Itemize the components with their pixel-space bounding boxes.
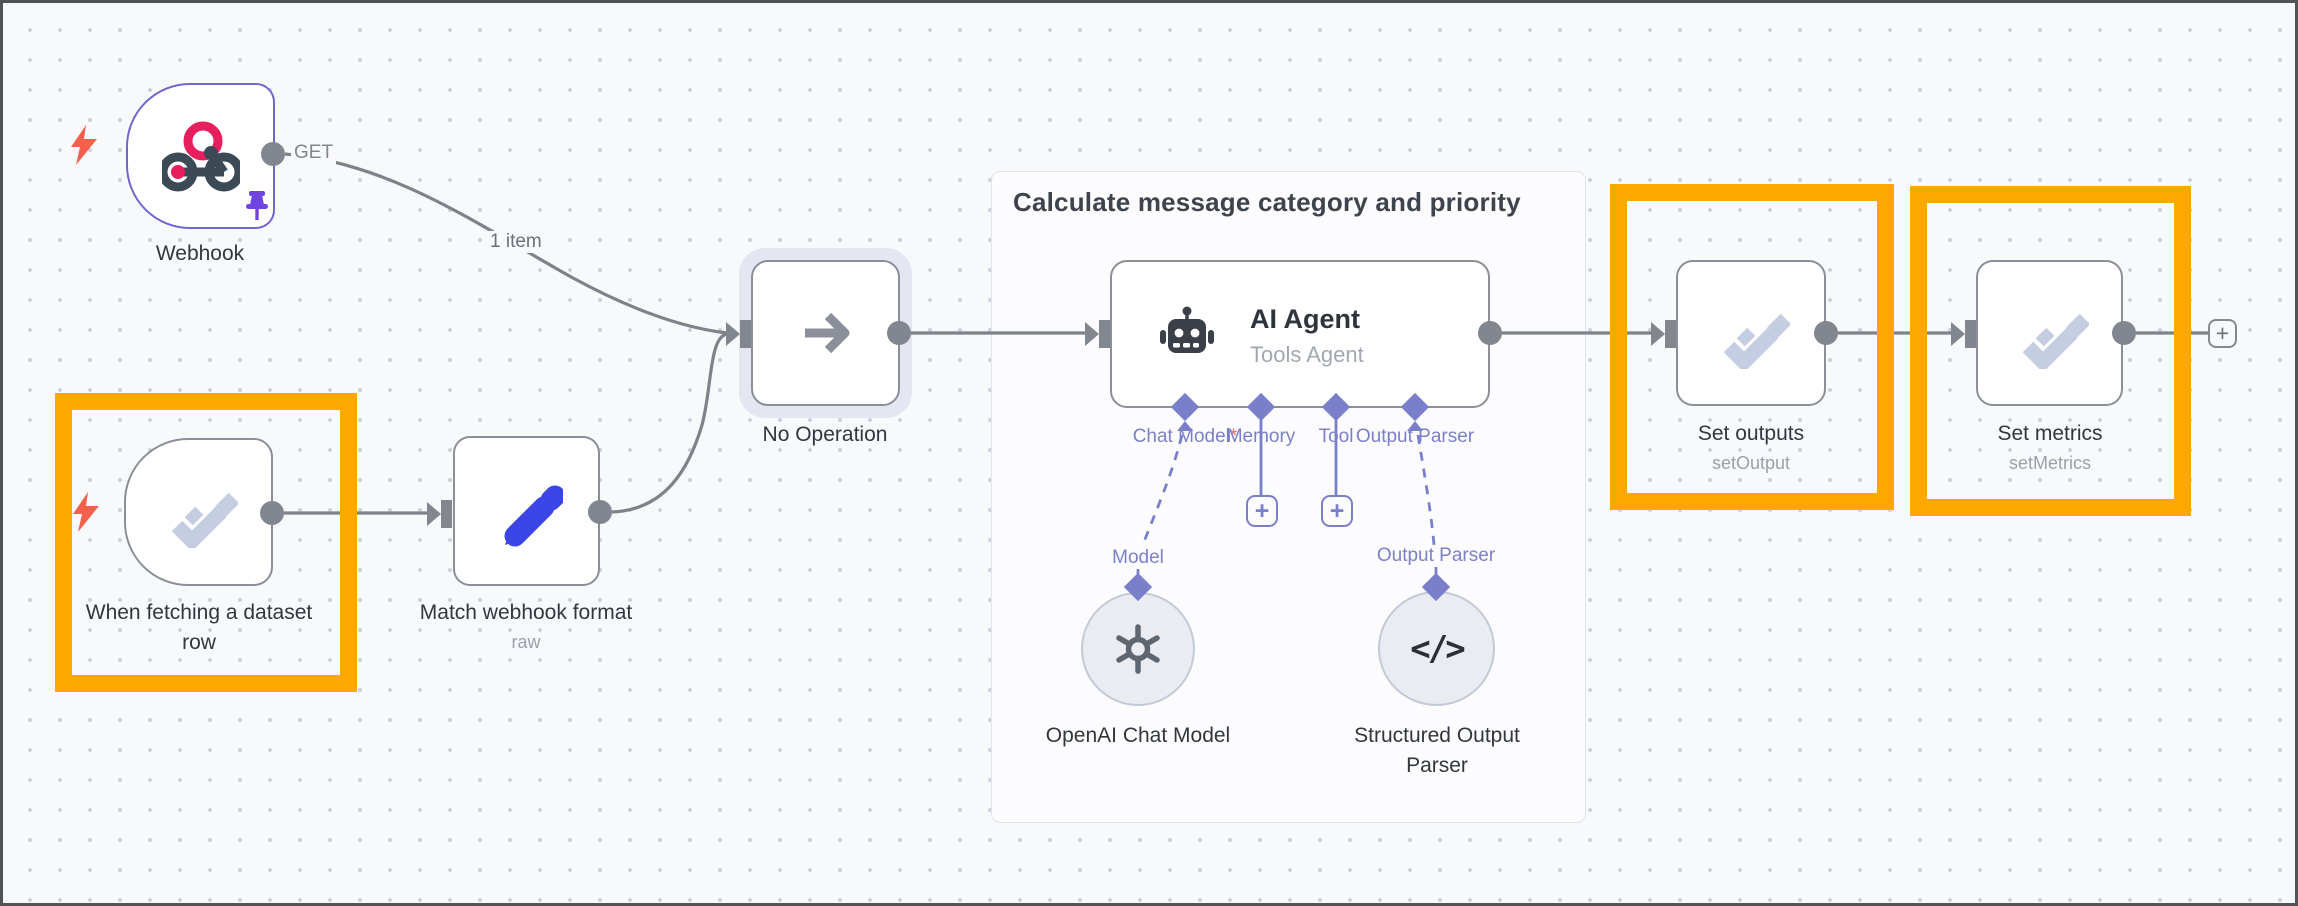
- agent-title: AI Agent: [1250, 304, 1360, 334]
- agent-chatmodel-label: Chat Model*: [1115, 426, 1255, 448]
- node-dataset-trigger[interactable]: [124, 438, 273, 586]
- input-arrow-icon: [1951, 322, 1965, 346]
- edge-chatmodel-to-openai[interactable]: [1140, 434, 1184, 548]
- trigger-bolt-icon: [71, 125, 97, 165]
- match-label: Match webhook format: [419, 601, 633, 624]
- agent-memory-label: Memory: [1226, 426, 1296, 447]
- node-set-metrics[interactable]: [1976, 260, 2123, 406]
- pencil-icon: [504, 485, 563, 547]
- setoutputs-input-port: [1651, 320, 1676, 348]
- code-icon: </>: [1410, 628, 1465, 669]
- arrow-right-icon: [804, 312, 849, 354]
- node-webhook[interactable]: [126, 83, 275, 229]
- robot-icon: [1160, 306, 1214, 353]
- input-bar: [1965, 320, 1976, 348]
- setoutputs-label: Set outputs: [1697, 422, 1805, 445]
- setmetrics-sublabel: setMetrics: [2008, 453, 2091, 473]
- group-title: Calculate message category and priority: [1013, 187, 1521, 217]
- match-input-port: [427, 500, 452, 528]
- input-arrow-icon: [1651, 322, 1665, 346]
- trigger-bolt-icon: [73, 492, 99, 532]
- highlight-set-metrics: [1910, 186, 2191, 516]
- dataset-label: When fetching a dataset row: [85, 601, 313, 654]
- setoutputs-output-port[interactable]: [1814, 321, 1838, 345]
- setmetrics-output-port[interactable]: [2112, 321, 2136, 345]
- add-next-node-button[interactable]: +: [2208, 319, 2237, 348]
- add-tool-button[interactable]: +: [1321, 495, 1353, 527]
- edge-outputparser-to-parser[interactable]: [1416, 434, 1436, 546]
- double-check-icon: [169, 492, 238, 548]
- webhook-label: Webhook: [155, 242, 245, 265]
- match-output-port[interactable]: [588, 500, 612, 524]
- openai-icon: [1116, 624, 1160, 674]
- add-memory-button[interactable]: +: [1246, 495, 1278, 527]
- edge-webhook-to-noop[interactable]: [284, 152, 728, 335]
- node-no-operation[interactable]: [751, 260, 900, 406]
- webhook-port-label: GET: [291, 142, 337, 164]
- highlight-set-outputs: [1610, 184, 1894, 510]
- dataset-output-port[interactable]: [260, 501, 284, 525]
- edge-items-label: 1 item: [487, 231, 545, 253]
- pin-icon: [246, 191, 268, 220]
- node-match-format[interactable]: [453, 436, 600, 586]
- input-bar: [740, 320, 751, 348]
- setoutputs-sublabel: setOutput: [1711, 453, 1791, 473]
- agent-tool-label: Tool: [1318, 426, 1354, 447]
- node-openai-chat-model[interactable]: [1081, 592, 1195, 706]
- agent-subtitle: Tools Agent: [1250, 342, 1364, 367]
- input-bar: [441, 500, 452, 528]
- openai-label: OpenAI Chat Model: [1045, 724, 1231, 747]
- agent-outputparser-label: Output Parser: [1355, 426, 1475, 447]
- double-check-icon: [2020, 313, 2089, 369]
- node-set-outputs[interactable]: [1676, 260, 1826, 406]
- parser-label: Structured Output Parser: [1354, 724, 1520, 777]
- edge-match-to-noop[interactable]: [611, 332, 728, 514]
- webhook-output-port[interactable]: [261, 142, 285, 166]
- parser-port-label: Output Parser: [1366, 545, 1506, 567]
- input-arrow-icon: [726, 322, 740, 346]
- setmetrics-label: Set metrics: [1997, 422, 2103, 445]
- required-marker: *: [1229, 426, 1238, 447]
- highlight-dataset-trigger: [55, 393, 357, 692]
- node-ai-agent[interactable]: AI Agent Tools Agent: [1110, 260, 1490, 408]
- setmetrics-input-port: [1951, 320, 1976, 348]
- match-sublabel: raw: [511, 632, 541, 652]
- chatmodel-text: Chat Model: [1132, 426, 1230, 447]
- input-bar: [1665, 320, 1676, 348]
- agent-output-port[interactable]: [1478, 321, 1502, 345]
- node-structured-parser[interactable]: </>: [1378, 591, 1495, 706]
- webhook-icon: [161, 121, 240, 192]
- noop-input-port: [726, 320, 751, 348]
- agent-input-port: [1085, 320, 1110, 348]
- connection-arrowhead: [1177, 421, 1193, 431]
- input-arrow-icon: [1085, 322, 1099, 346]
- input-bar: [1099, 320, 1110, 348]
- input-arrow-icon: [427, 502, 441, 526]
- connection-arrowhead: [1407, 421, 1423, 431]
- noop-output-port[interactable]: [887, 321, 911, 345]
- openai-port-label: Model: [1068, 547, 1208, 569]
- noop-label: No Operation: [762, 423, 888, 446]
- double-check-icon: [1721, 313, 1790, 369]
